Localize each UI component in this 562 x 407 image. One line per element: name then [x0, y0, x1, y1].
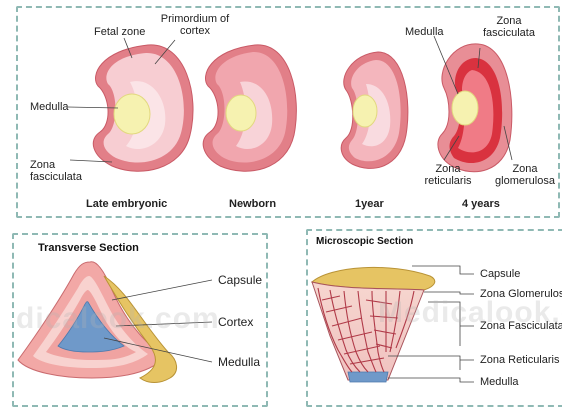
- micro-label-zona-glomerulos: Zona Glomerulos: [480, 288, 562, 300]
- transverse-section-title: Transverse Section: [38, 242, 139, 254]
- label-medulla-left: Medulla: [30, 101, 69, 113]
- transverse-label-capsule: Capsule: [218, 274, 262, 286]
- stage-label-newborn: Newborn: [229, 198, 276, 210]
- label-primordium-of-cortex: Primordium of cortex: [156, 13, 234, 37]
- label-zona-glomerulosa: Zona glomerulosa: [490, 163, 560, 187]
- transverse-label-cortex: Cortex: [218, 316, 253, 328]
- label-zona-fasciculata-left: Zona fasciculata: [30, 159, 82, 183]
- label-zona-fasciculata-right: Zona fasciculata: [476, 15, 542, 39]
- micro-label-capsule: Capsule: [480, 268, 520, 280]
- transverse-label-medulla: Medulla: [218, 356, 260, 368]
- label-fetal-zone: Fetal zone: [94, 26, 145, 38]
- micro-label-zona-fasciculata: Zona Fasciculata: [480, 320, 562, 332]
- stage-1year-drawing: [341, 52, 408, 168]
- microscopic-section-title: Microscopic Section: [316, 236, 413, 247]
- label-primordium-text: Primordium of cortex: [161, 13, 229, 37]
- stage-label-late-embryonic: Late embryonic: [86, 198, 167, 210]
- stage-label-4years: 4 years: [462, 198, 500, 210]
- micro-label-medulla: Medulla: [480, 376, 519, 388]
- label-zona-reticularis: Zona reticularis: [420, 163, 476, 187]
- stage-label-1year: 1year: [355, 198, 384, 210]
- micro-label-zona-reticularis: Zona Reticularis: [480, 354, 559, 366]
- label-medulla-right: Medulla: [405, 26, 444, 38]
- stage-newborn-drawing: [203, 45, 296, 171]
- transverse-watermark: dicalook.com: [16, 302, 220, 336]
